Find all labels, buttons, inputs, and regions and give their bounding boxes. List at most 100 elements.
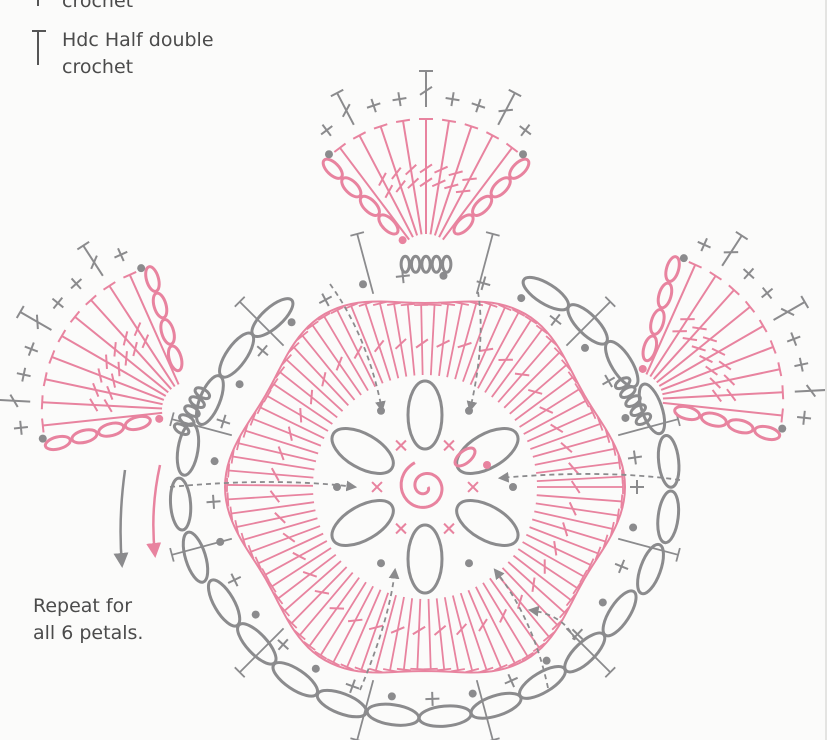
dc-symbol-icon [247, 525, 321, 559]
dc-symbol-icon [419, 70, 433, 107]
dc-symbol-icon [660, 340, 777, 391]
dc-symbol-icon [281, 353, 344, 412]
petal-fan [0, 240, 212, 452]
dc-symbol-icon [249, 412, 322, 447]
dc-symbol-icon [423, 598, 438, 671]
dc-symbol-icon [227, 463, 314, 482]
single-crochet-cross-icon [366, 98, 381, 113]
dc-symbol-icon [531, 518, 609, 549]
single-crochet-cross-icon [443, 439, 455, 452]
dc-symbol-icon [433, 123, 479, 236]
chain-oval-icon [656, 281, 674, 310]
dc-symbol-icon [256, 400, 325, 440]
chain-oval-icon [188, 395, 206, 410]
repeat-arrow-pink [146, 464, 162, 558]
dc-symbol-icon [773, 295, 810, 321]
dc-symbol-icon [617, 537, 681, 562]
single-crochet-cross-icon [345, 679, 360, 694]
slip-stitch-dot-icon [517, 294, 526, 303]
chain-oval-icon [183, 404, 201, 419]
chain-oval-icon [753, 424, 782, 442]
slip-stitch-dot-icon [387, 692, 396, 701]
chain-oval-icon [168, 476, 193, 532]
chain-oval-icon [377, 213, 400, 236]
single-crochet-cross-icon [549, 313, 562, 327]
chain-oval-icon [321, 157, 344, 180]
chain-oval-icon [634, 412, 653, 426]
chain-oval-icon [365, 702, 421, 727]
dc-symbol-icon [326, 585, 374, 667]
chain-oval-icon [489, 176, 512, 199]
dc-symbol-icon [358, 300, 392, 381]
dc-symbol-icon [662, 385, 785, 403]
chain-oval-icon [656, 489, 681, 545]
dc-symbol-icon [514, 371, 578, 421]
single-crochet-cross-icon [519, 124, 532, 137]
page-edge [825, 0, 827, 740]
chain-oval-icon [508, 157, 531, 180]
single-crochet-cross-icon [206, 494, 221, 509]
direction-arrow-icon [466, 291, 482, 413]
single-crochet-cross-icon [786, 332, 801, 346]
slip-stitch-dot-icon [542, 656, 551, 665]
dc-symbol-icon [427, 303, 442, 376]
dc-symbol-icon [497, 335, 558, 403]
dc-symbol-icon [484, 315, 538, 393]
dc-symbol-icon [482, 582, 534, 661]
slip-stitch-dot-icon [679, 254, 688, 263]
chain-oval-icon [699, 411, 728, 428]
slip-stitch-dot-icon [251, 610, 260, 619]
slip-stitch-dot-icon [468, 689, 477, 698]
dc-symbol-icon [254, 532, 324, 571]
dc-symbol-icon [242, 423, 319, 455]
chain-oval-icon [406, 523, 444, 595]
single-crochet-cross-icon [114, 247, 128, 262]
dc-symbol-icon [0, 394, 31, 408]
dc-symbol-icon [536, 455, 622, 475]
slip-stitch-dot-icon [377, 559, 385, 568]
dc-symbol-icon [489, 577, 546, 653]
chain-oval-icon [123, 414, 152, 432]
dc-symbol-icon [303, 577, 360, 651]
dc-symbol-icon [288, 341, 349, 406]
disc-scallop [223, 300, 627, 674]
single-crochet-cross-icon [697, 237, 711, 252]
dc-symbol-icon [512, 554, 576, 607]
dc-symbol-icon [48, 350, 165, 401]
single-crochet-cross-icon [277, 638, 290, 651]
slip-stitch-dot-icon [38, 434, 47, 443]
slip-stitch-dot-icon [483, 461, 491, 469]
dc-symbol-icon [275, 366, 338, 419]
dc-symbol-icon [536, 494, 624, 509]
chain-oval-icon [250, 297, 295, 338]
chain-oval-icon [664, 255, 681, 283]
legend-hdc-line1: Hdc Half double [62, 29, 214, 51]
dc-symbol-icon [649, 271, 723, 378]
dc-symbol-icon [501, 567, 563, 631]
chain-oval-icon [455, 427, 520, 475]
dc-symbol-icon [507, 561, 570, 619]
slip-stitch-dot-icon [509, 483, 517, 491]
chain-oval-icon [613, 376, 632, 391]
dc-symbol-icon [386, 301, 408, 377]
chain-oval-icon [636, 542, 665, 596]
chain-oval-icon [453, 446, 477, 468]
dc-symbol-icon [352, 131, 414, 238]
repeat-note-line2: all 6 petals. [33, 622, 144, 644]
dc-symbol-icon [234, 296, 285, 347]
chain-oval-icon [420, 254, 432, 274]
dc-symbol-icon [350, 679, 375, 740]
dc-symbol-icon [658, 319, 768, 387]
dc-symbol-icon [509, 359, 572, 415]
chain-oval-icon [358, 194, 381, 217]
dc-symbol-icon [529, 526, 602, 561]
hdc-symbol-icon [32, 30, 46, 65]
single-crochet-cross-icon [70, 277, 83, 290]
dc-symbol-icon [330, 306, 377, 388]
dc-symbol-icon [230, 449, 315, 471]
dc-symbol-icon [226, 490, 314, 507]
chain-oval-icon [673, 404, 702, 422]
chain-oval-icon [521, 275, 570, 312]
dc-symbol-icon [314, 581, 367, 660]
